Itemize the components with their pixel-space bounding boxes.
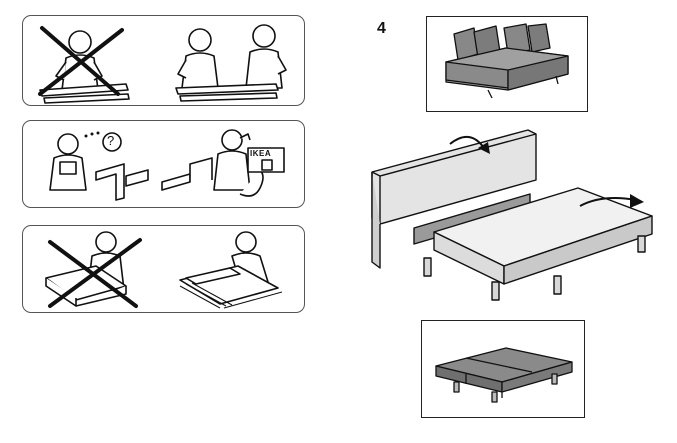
call-ikea-icon [161, 129, 285, 197]
confused-person-icon [49, 131, 149, 201]
two-people-assembly-icon [175, 24, 287, 102]
question-mark-label: ? [107, 133, 115, 148]
hard-floor-crossed-icon [45, 231, 142, 308]
ikea-sign-label: IKEA [250, 149, 272, 158]
carpet-assembly-icon [179, 231, 283, 309]
flat-bed-icon [435, 347, 573, 403]
step-number: 4 [377, 20, 386, 37]
one-person-assembly-crossed-icon [38, 26, 130, 104]
sofa-with-cushions-icon [445, 23, 569, 99]
unfold-backrest-arrows-icon [371, 129, 653, 301]
